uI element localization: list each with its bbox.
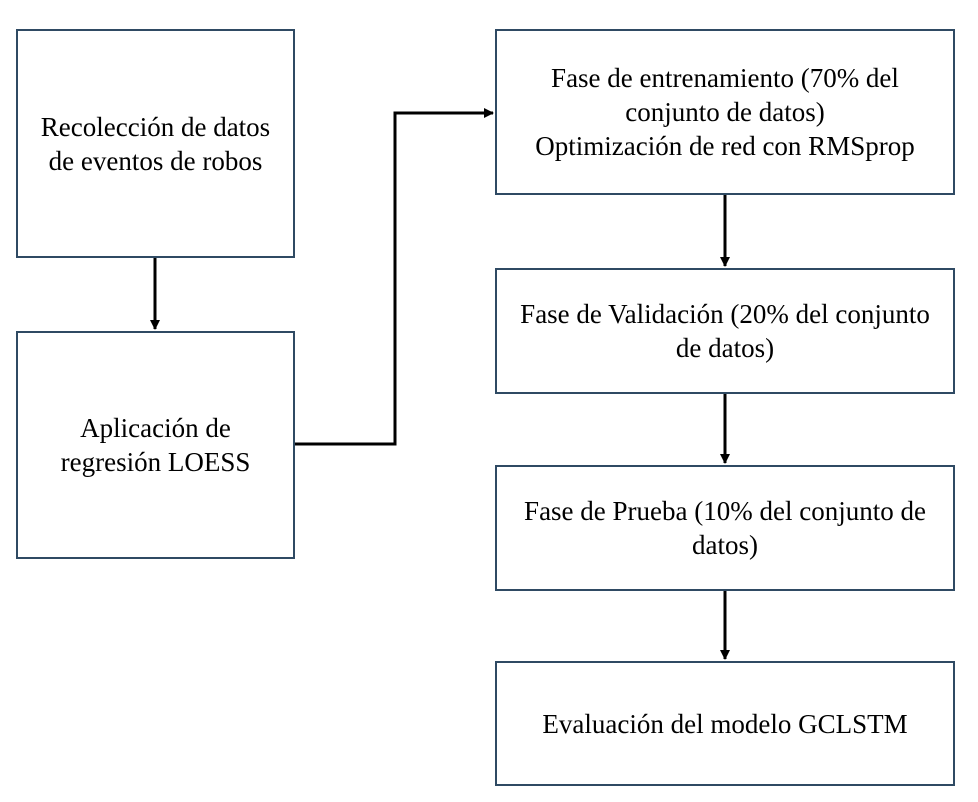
node-loess-regression-label: Aplicación de regresión LOESS [60,413,251,477]
node-validation-phase-label: Fase de Validación (20% del conjunto de … [520,299,930,363]
node-loess-regression: Aplicación de regresión LOESS [16,331,295,559]
node-data-collection: Recolección de datos de eventos de robos [16,29,295,258]
node-test-phase: Fase de Prueba (10% del conjunto de dato… [495,465,955,591]
arrow-loess-to-training [295,108,494,446]
node-test-phase-label: Fase de Prueba (10% del conjunto de dato… [524,496,926,560]
node-validation-phase: Fase de Validación (20% del conjunto de … [495,268,955,394]
node-training-phase-label: Fase de entrenamiento (70% del conjunto … [535,63,915,161]
node-training-phase: Fase de entrenamiento (70% del conjunto … [495,29,955,195]
node-model-evaluation: Evaluación del modelo GCLSTM [495,661,955,786]
node-model-evaluation-label: Evaluación del modelo GCLSTM [542,708,908,739]
node-data-collection-label: Recolección de datos de eventos de robos [40,111,271,176]
